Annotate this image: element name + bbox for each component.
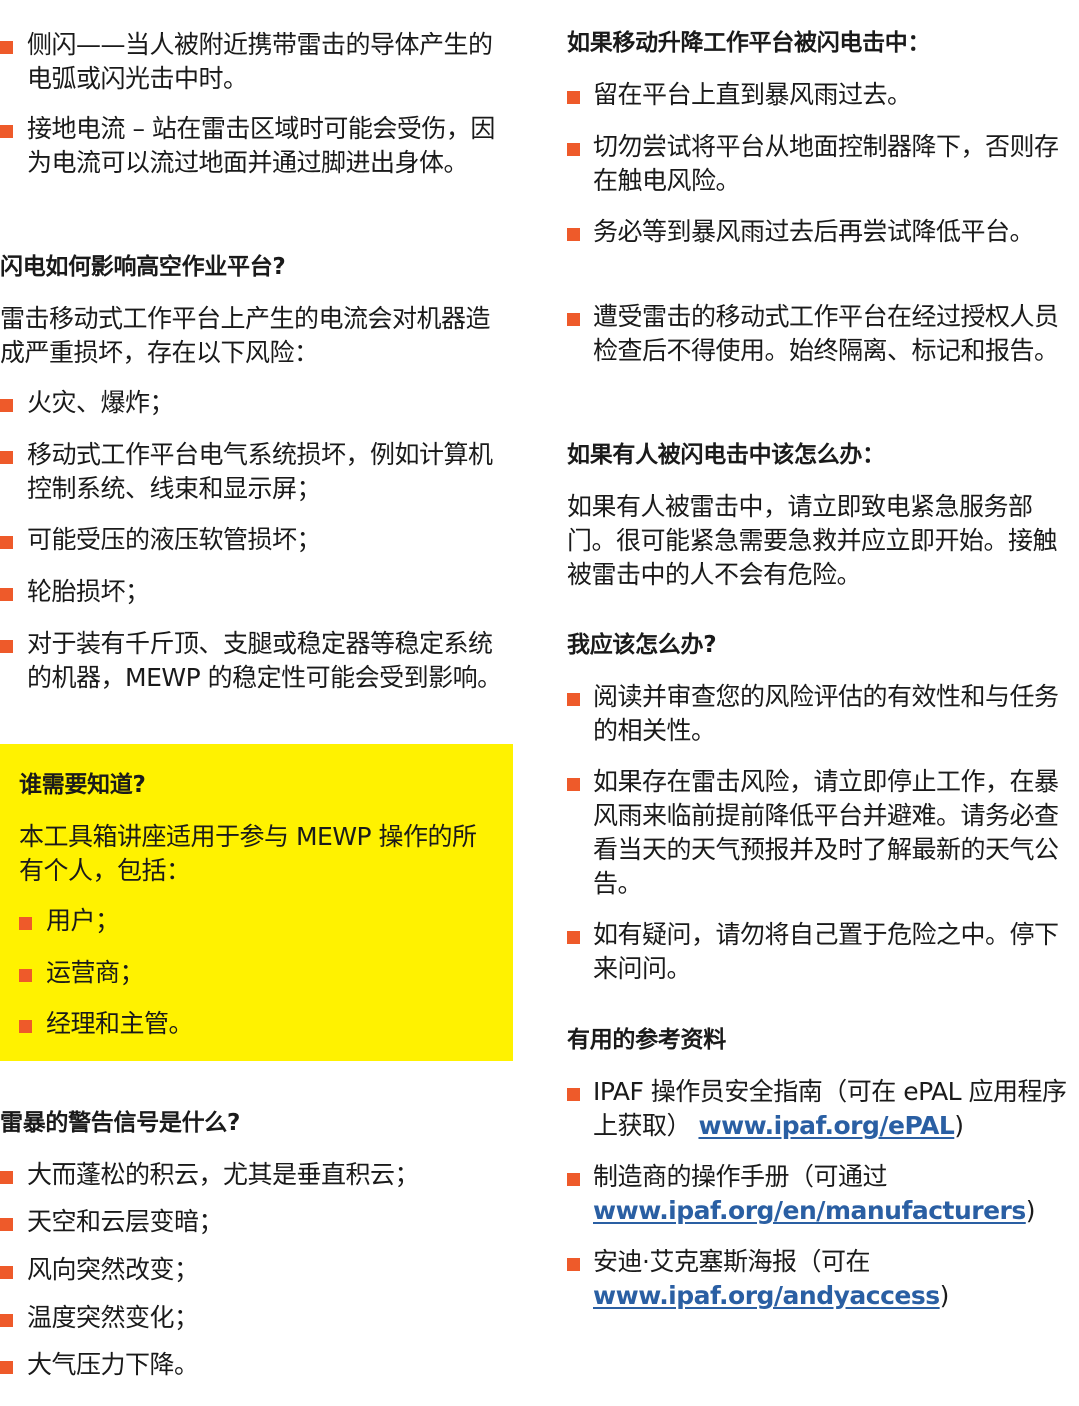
reference-item: 安迪·艾克塞斯海报（可在 www.ipaf.org/andyaccess) bbox=[567, 1245, 1079, 1313]
list-item: 火灾、爆炸； bbox=[0, 386, 513, 420]
list-item: 遭受雷击的移动式工作平台在经过授权人员检查后不得使用。始终隔离、标记和报告。 bbox=[567, 300, 1079, 368]
bullet-square-icon bbox=[0, 1266, 13, 1279]
who-needs-to-know-box: 谁需要知道? 本工具箱讲座适用于参与 MEWP 操作的所有个人，包括： 用户； … bbox=[0, 744, 513, 1061]
box-heading: 谁需要知道? bbox=[19, 772, 146, 798]
list-item: 侧闪——当人被附近携带雷击的导体产生的电弧或闪光击中时。 bbox=[0, 28, 513, 96]
list-item: 如有疑问，请勿将自己置于危险之中。停下来问问。 bbox=[567, 918, 1079, 986]
list-item: 运营商； bbox=[19, 956, 499, 990]
list-item: 切勿尝试将平台从地面控制器降下，否则存在触电风险。 bbox=[567, 130, 1079, 198]
bullet-square-icon bbox=[0, 1171, 13, 1184]
manufacturers-link[interactable]: www.ipaf.org/en/manufacturers bbox=[593, 1196, 1026, 1225]
list-item: 风向突然改变； bbox=[0, 1253, 513, 1287]
list-item: 接地电流 – 站在雷击区域时可能会受伤，因为电流可以流过地面并通过脚进出身体。 bbox=[0, 112, 513, 180]
list-item: 如果存在雷击风险，请立即停止工作，在暴风雨来临前提前降低平台并避难。请务必查看当… bbox=[567, 765, 1079, 901]
list-item: 用户； bbox=[19, 904, 499, 938]
bullet-square-icon bbox=[567, 91, 580, 104]
list-item: 天空和云层变暗； bbox=[0, 1205, 513, 1239]
bullet-square-icon bbox=[19, 1020, 32, 1033]
section-heading-warning: 雷暴的警告信号是什么? bbox=[0, 1110, 241, 1136]
bullet-square-icon bbox=[0, 41, 13, 54]
bullet-square-icon bbox=[567, 778, 580, 791]
bullet-square-icon bbox=[0, 1314, 13, 1327]
bullet-square-icon bbox=[0, 536, 13, 549]
list-item: 大气压力下降。 bbox=[0, 1348, 513, 1382]
list-item: 大而蓬松的积云，尤其是垂直积云； bbox=[0, 1158, 513, 1192]
section-heading-what-to-do: 我应该怎么办? bbox=[567, 632, 717, 658]
bullet-square-icon bbox=[567, 228, 580, 241]
bullet-square-icon bbox=[567, 143, 580, 156]
andyaccess-link[interactable]: www.ipaf.org/andyaccess bbox=[593, 1281, 940, 1310]
epal-link[interactable]: www.ipaf.org/ePAL bbox=[698, 1111, 955, 1140]
bullet-square-icon bbox=[0, 1218, 13, 1231]
section-heading-struck: 如果移动升降工作平台被闪电击中： bbox=[567, 30, 931, 56]
box-paragraph: 本工具箱讲座适用于参与 MEWP 操作的所有个人，包括： bbox=[19, 822, 477, 885]
impact-paragraph: 雷击移动式工作平台上产生的电流会对机器造成严重损坏，存在以下风险： bbox=[0, 304, 491, 367]
bullet-square-icon bbox=[0, 588, 13, 601]
section-heading-references: 有用的参考资料 bbox=[567, 1027, 726, 1053]
list-item: 轮胎损坏； bbox=[0, 575, 513, 609]
list-item: 阅读并审查您的风险评估的有效性和与任务的相关性。 bbox=[567, 680, 1079, 748]
bullet-square-icon bbox=[567, 1088, 580, 1101]
person-struck-paragraph: 如果有人被雷击中，请立即致电紧急服务部门。很可能紧急需要急救并应立即开始。接触被… bbox=[567, 492, 1058, 589]
bullet-square-icon bbox=[0, 125, 13, 138]
list-item: 对于装有千斤顶、支腿或稳定器等稳定系统的机器，MEWP 的稳定性可能会受到影响。 bbox=[0, 627, 513, 695]
reference-item: IPAF 操作员安全指南（可在 ePAL 应用程序上获取） www.ipaf.o… bbox=[567, 1075, 1079, 1143]
bullet-square-icon bbox=[567, 1258, 580, 1271]
bullet-square-icon bbox=[0, 640, 13, 653]
bullet-square-icon bbox=[19, 969, 32, 982]
list-item: 移动式工作平台电气系统损坏，例如计算机控制系统、线束和显示屏； bbox=[0, 438, 513, 506]
list-item: 可能受压的液压软管损坏； bbox=[0, 523, 513, 557]
bullet-square-icon bbox=[567, 313, 580, 326]
list-item: 温度突然变化； bbox=[0, 1301, 513, 1335]
bullet-square-icon bbox=[567, 931, 580, 944]
bullet-square-icon bbox=[0, 1361, 13, 1374]
bullet-square-icon bbox=[0, 451, 13, 464]
list-item: 留在平台上直到暴风雨过去。 bbox=[567, 78, 1079, 112]
section-heading-person-struck: 如果有人被闪电击中该怎么办： bbox=[567, 442, 885, 468]
list-item: 经理和主管。 bbox=[19, 1007, 499, 1041]
bullet-square-icon bbox=[0, 399, 13, 412]
section-heading-impact: 闪电如何影响高空作业平台? bbox=[0, 254, 286, 280]
bullet-square-icon bbox=[567, 693, 580, 706]
bullet-square-icon bbox=[19, 917, 32, 930]
reference-item: 制造商的操作手册（可通过 www.ipaf.org/en/manufacture… bbox=[567, 1160, 1079, 1228]
bullet-square-icon bbox=[567, 1173, 580, 1186]
list-item: 务必等到暴风雨过去后再尝试降低平台。 bbox=[567, 215, 1079, 249]
